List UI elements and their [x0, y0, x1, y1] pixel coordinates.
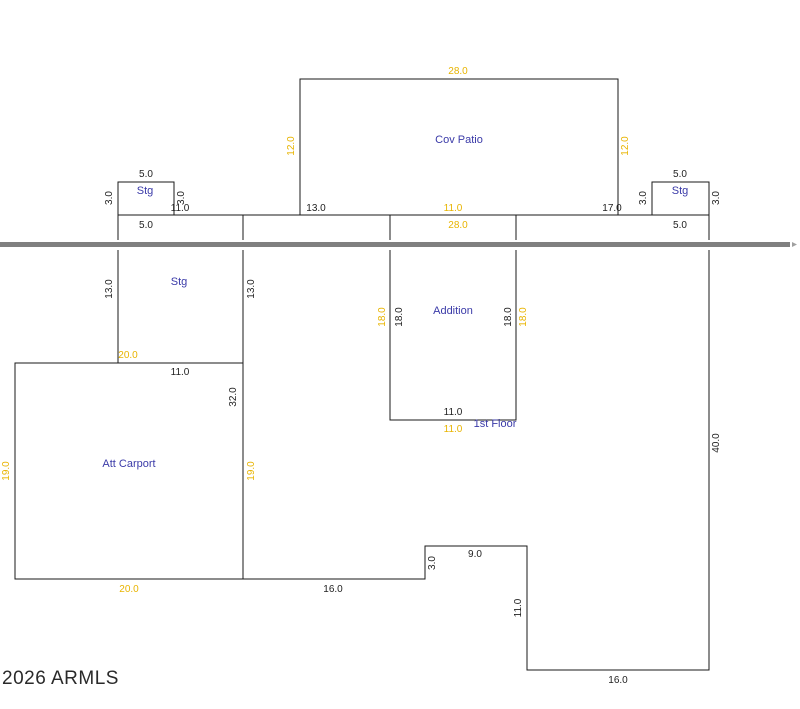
dim-wall-28-gold: 28.0: [448, 220, 468, 231]
dim-carport-right: 19.0: [246, 461, 257, 481]
dim-stg-mid-right: 13.0: [246, 279, 257, 299]
dim-bottom-16: 16.0: [323, 584, 343, 595]
room-label-addition: Addition: [433, 305, 473, 317]
room-label-first-floor: 1st Floor: [474, 418, 517, 430]
addition-outline: [389, 250, 517, 421]
dim-stgl-bottom: 5.0: [139, 220, 153, 231]
dim-add-right-gold: 18.0: [518, 307, 529, 327]
dim-wall-11: 11.0: [171, 203, 190, 214]
dim-add-bottom: 11.0: [444, 407, 463, 418]
first-floor-outline: [243, 250, 710, 671]
dim-stgr-top: 5.0: [673, 169, 687, 180]
room-label-cov-patio: Cov Patio: [435, 134, 483, 146]
dim-stgr-left: 3.0: [638, 191, 649, 205]
dim-step-3: 3.0: [427, 556, 438, 570]
dim-patio-left: 12.0: [286, 136, 297, 156]
dim-stg-mid-11: 11.0: [171, 367, 190, 378]
dim-step-11: 11.0: [513, 598, 524, 617]
dim-stg-mid-left: 13.0: [104, 279, 115, 299]
dim-right-40: 40.0: [711, 433, 722, 453]
dim-carport-bottom: 20.0: [119, 584, 139, 595]
dim-carport-left: 19.0: [1, 461, 12, 481]
stg-mid-outline: [117, 250, 244, 364]
dim-patio-right: 12.0: [620, 136, 631, 156]
dim-bottom-right-16: 16.0: [608, 675, 628, 686]
room-label-stg-mid: Stg: [171, 276, 188, 288]
room-label-stg-top-left: Stg: [137, 185, 154, 197]
copyright-text: 2026 ARMLS: [2, 668, 119, 689]
dim-stg-mid-20: 20.0: [118, 350, 138, 361]
dim-add-right: 18.0: [503, 307, 514, 327]
dim-stgr-right: 3.0: [711, 191, 722, 205]
dim-carport-32: 32.0: [228, 387, 239, 407]
dim-add-left: 18.0: [394, 307, 405, 327]
dim-stgr-bottom: 5.0: [673, 220, 687, 231]
dim-patio-top: 28.0: [448, 66, 468, 77]
cov-patio-outline: [299, 78, 619, 215]
dim-wall-11-gold: 11.0: [444, 203, 463, 214]
dim-stgl-top: 5.0: [139, 169, 153, 180]
dim-add-bottom-gold: 11.0: [444, 424, 463, 435]
dim-stgl-left: 3.0: [104, 191, 115, 205]
divider-arrow-icon: [792, 242, 797, 247]
dim-stgl-right: 3.0: [176, 191, 187, 205]
att-carport-outline: [14, 362, 244, 580]
dim-add-left-gold: 18.0: [377, 307, 388, 327]
room-label-stg-top-right: Stg: [672, 185, 689, 197]
dim-wall-17: 17.0: [602, 203, 622, 214]
room-label-att-carport: Att Carport: [102, 458, 155, 470]
dim-wall-13: 13.0: [306, 203, 326, 214]
dim-step-9: 9.0: [468, 549, 482, 560]
